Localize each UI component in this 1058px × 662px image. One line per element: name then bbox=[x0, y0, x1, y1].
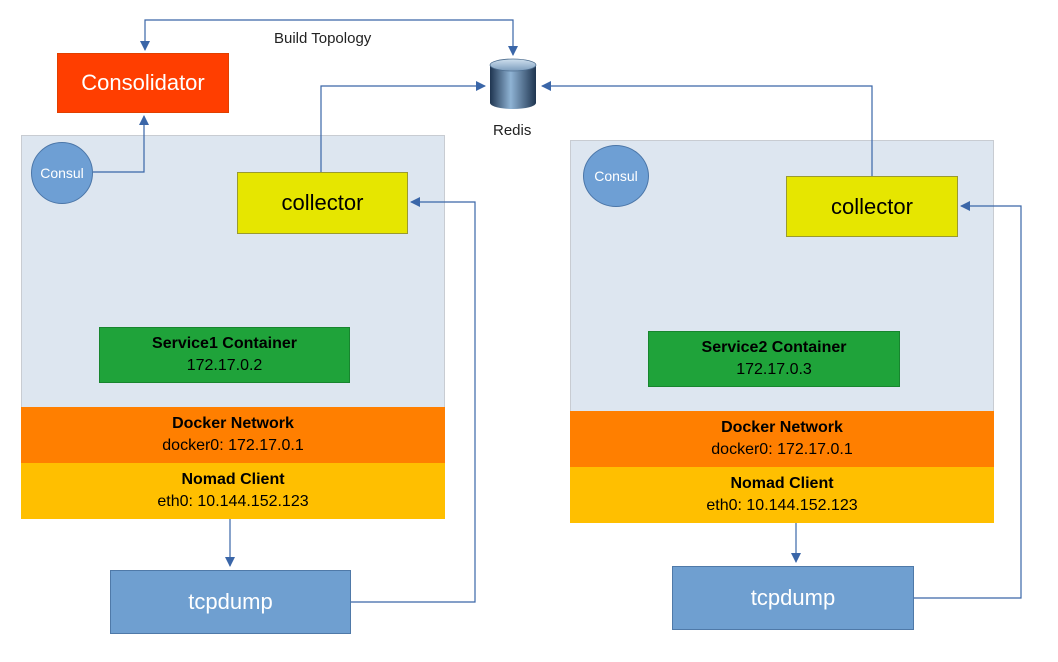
host-2-tcpdump: tcpdump bbox=[672, 566, 914, 630]
consolidator-label: Consolidator bbox=[81, 70, 205, 95]
host-2-collector-label: collector bbox=[831, 193, 913, 219]
host-2-collector: collector bbox=[786, 176, 958, 237]
host-2-service-ip: 172.17.0.3 bbox=[736, 361, 812, 378]
host-2-docker-network: Docker Network docker0: 172.17.0.1 bbox=[570, 411, 994, 467]
host-2-collector-to-redis-link bbox=[541, 81, 873, 176]
host-1-service-title: Service1 Container bbox=[152, 335, 297, 352]
redis-label: Redis bbox=[493, 122, 532, 139]
host-1-collector: collector bbox=[237, 172, 408, 234]
host-1-tcpdump-label: tcpdump bbox=[188, 589, 273, 614]
host-2-docker-network-title: Docker Network bbox=[721, 419, 843, 436]
host-1-service-container: Service1 Container 172.17.0.2 bbox=[99, 327, 350, 383]
host-1-collector-label: collector bbox=[281, 190, 364, 215]
consolidator-box: Consolidator bbox=[57, 53, 229, 113]
host-1-nomad-client-title: Nomad Client bbox=[181, 471, 285, 488]
consul-to-consolidator-link bbox=[93, 115, 149, 173]
host-2-tcpdump-label: tcpdump bbox=[750, 585, 836, 610]
host-1-consul: Consul bbox=[31, 142, 93, 204]
host-2-service-title: Service2 Container bbox=[701, 339, 847, 356]
build-topology-label: Build Topology bbox=[274, 30, 372, 47]
redis-database-icon bbox=[489, 58, 537, 109]
host-1-service-ip: 172.17.0.2 bbox=[186, 357, 263, 374]
host-1-docker-network-title: Docker Network bbox=[172, 415, 294, 432]
host-1-collector-to-redis-link bbox=[320, 81, 486, 172]
host-2-nomad-client-title: Nomad Client bbox=[730, 475, 834, 492]
topology-link-to-redis bbox=[330, 19, 518, 56]
host-2-service-container: Service2 Container 172.17.0.3 bbox=[648, 331, 900, 387]
host-1-nomad-client: Nomad Client eth0: 10.144.152.123 bbox=[21, 463, 445, 519]
host-1-tcpdump-to-collector-link bbox=[351, 197, 476, 603]
host-2-nomad-client: Nomad Client eth0: 10.144.152.123 bbox=[570, 467, 994, 523]
host-2-nomad-client-address: eth0: 10.144.152.123 bbox=[706, 497, 858, 514]
host-1-nomad-client-address: eth0: 10.144.152.123 bbox=[157, 493, 309, 510]
host-2-tcpdump-to-collector-link bbox=[914, 201, 1022, 599]
host-2-docker-network-address: docker0: 172.17.0.1 bbox=[711, 441, 853, 458]
host-1-docker-network: Docker Network docker0: 172.17.0.1 bbox=[21, 407, 445, 463]
host-2-consul: Consul bbox=[583, 145, 649, 207]
topology-link-to-consolidator bbox=[140, 19, 330, 51]
host-1-tcpdump: tcpdump bbox=[110, 570, 351, 634]
host-1-docker-network-address: docker0: 172.17.0.1 bbox=[162, 437, 304, 454]
